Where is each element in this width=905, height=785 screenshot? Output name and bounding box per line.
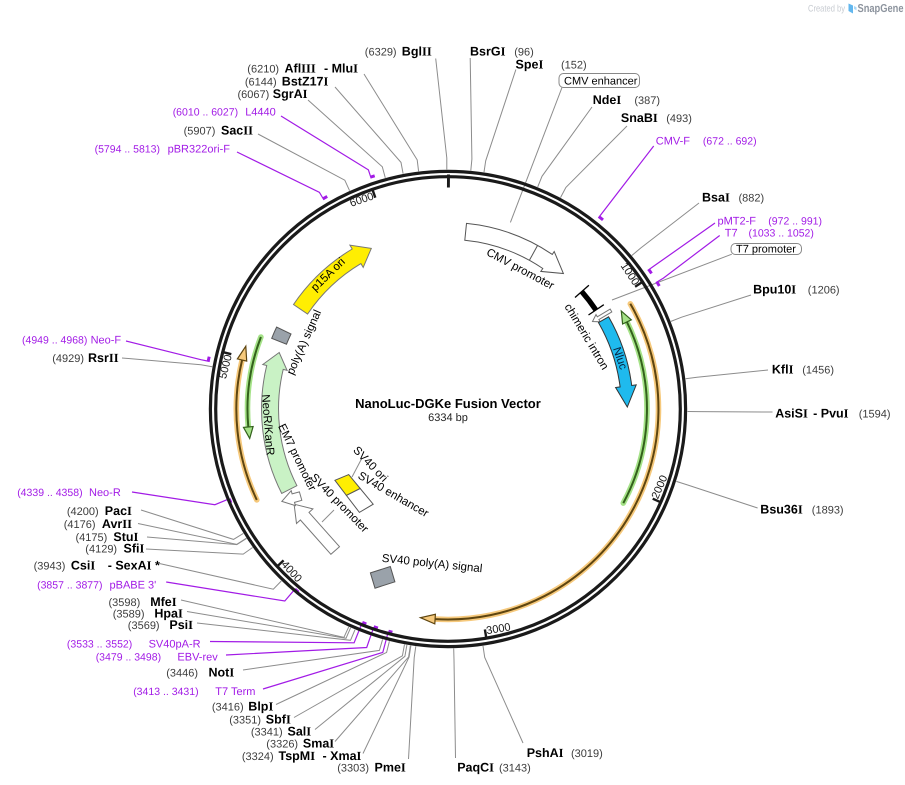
svg-text:SacII: SacII [221,124,253,138]
svg-text:KflI: KflI [772,363,794,377]
svg-text:(3446): (3446) [166,668,198,680]
svg-text:(3479 .. 3498): (3479 .. 3498) [96,652,161,664]
svg-text:AflIII: AflIII [285,62,316,76]
svg-text:- SexAI *: - SexAI * [108,559,160,573]
svg-text:SV40pA-R: SV40pA-R [149,639,201,651]
svg-text:6334 bp: 6334 bp [428,412,468,424]
svg-text:pBR322ori-F: pBR322ori-F [168,144,231,156]
svg-text:L4440: L4440 [245,107,276,119]
svg-text:NeoR/KanR: NeoR/KanR [259,394,276,456]
svg-text:EBV-rev: EBV-rev [177,652,218,664]
svg-text:PacI: PacI [105,504,132,518]
svg-text:NdeI: NdeI [593,93,622,107]
svg-text:SalI: SalI [288,725,312,739]
svg-text:TspMI: TspMI [279,749,316,763]
svg-text:(3351): (3351) [229,715,261,727]
svg-text:StuI: StuI [113,530,138,544]
svg-text:BstZ17I: BstZ17I [282,75,329,89]
svg-text:(3943): (3943) [34,561,66,573]
svg-text:BsrGI: BsrGI [470,45,506,59]
svg-text:(3324): (3324) [242,751,274,763]
svg-text:(96): (96) [514,47,534,59]
svg-text:(882): (882) [739,193,765,205]
svg-text:(6210): (6210) [247,64,279,76]
svg-text:(4176): (4176) [64,519,96,531]
svg-text:(4949 .. 4968): (4949 .. 4968) [22,335,87,347]
svg-text:(3598): (3598) [109,597,141,609]
svg-text:SmaI: SmaI [303,737,334,751]
svg-text:5000: 5000 [217,353,235,380]
svg-text:(3589): (3589) [113,609,145,621]
svg-text:(4929): (4929) [52,353,84,365]
svg-text:(1033 .. 1052): (1033 .. 1052) [749,228,814,240]
svg-text:PmeI: PmeI [375,761,406,775]
svg-text:(3143): (3143) [499,763,531,775]
svg-text:(3326): (3326) [266,739,298,751]
svg-text:(672 .. 692): (672 .. 692) [703,136,757,148]
svg-text:SnapGene: SnapGene [858,3,904,15]
svg-text:(4339 .. 4358): (4339 .. 4358) [17,487,82,499]
svg-text:(3341): (3341) [251,727,283,739]
svg-text:(5794 .. 5813): (5794 .. 5813) [95,144,160,156]
svg-text:PshAI: PshAI [527,746,564,760]
svg-text:(1893): (1893) [812,505,844,517]
svg-text:AsiSI: AsiSI [775,407,808,421]
svg-text:T7: T7 [725,228,738,240]
svg-text:(6144): (6144) [245,77,277,89]
svg-text:(972 .. 991): (972 .. 991) [768,216,822,228]
svg-text:PaqCI: PaqCI [457,761,494,775]
svg-text:(3413 .. 3431): (3413 .. 3431) [133,686,198,698]
svg-text:(493): (493) [666,113,692,125]
svg-text:CMV-F: CMV-F [656,136,691,148]
svg-text:(3303): (3303) [337,763,369,775]
svg-text:BsaI: BsaI [702,191,730,205]
svg-text:Neo-F: Neo-F [91,335,122,347]
svg-text:(3857 .. 3877): (3857 .. 3877) [37,580,102,592]
svg-text:SnaBI: SnaBI [621,111,658,125]
svg-text:(4175): (4175) [76,532,108,544]
svg-text:NotI: NotI [209,666,235,680]
svg-text:SpeI: SpeI [516,58,544,72]
svg-text:(6010 .. 6027): (6010 .. 6027) [173,107,238,119]
svg-text:Bsu36I: Bsu36I [760,503,803,517]
svg-text:(387): (387) [634,95,660,107]
svg-text:Neo-R: Neo-R [89,487,121,499]
svg-text:SfiI: SfiI [124,542,145,556]
svg-text:(6329): (6329) [365,47,397,59]
svg-text:(3019): (3019) [571,748,603,760]
svg-text:(4200): (4200) [67,506,99,518]
svg-text:PsiI: PsiI [169,618,193,632]
svg-text:(1456): (1456) [802,365,834,377]
svg-text:CsiI: CsiI [71,559,95,573]
svg-text:Created by: Created by [808,4,845,15]
svg-text:- MluI: - MluI [324,62,358,76]
svg-text:pMT2-F: pMT2-F [718,216,757,228]
svg-text:HpaI: HpaI [154,607,183,621]
svg-text:T7 Term: T7 Term [215,686,255,698]
svg-text:CMV enhancer: CMV enhancer [564,76,638,88]
svg-text:AvrII: AvrII [102,517,132,531]
svg-text:3000: 3000 [485,621,511,637]
svg-text:pBABE 3': pBABE 3' [110,580,157,592]
svg-text:(6067): (6067) [238,89,270,101]
svg-text:(3416): (3416) [212,702,244,714]
svg-text:MfeI: MfeI [150,595,177,609]
svg-text:(1594): (1594) [859,409,891,421]
svg-text:Bpu10I: Bpu10I [753,283,796,297]
svg-text:(152): (152) [561,60,587,72]
svg-text:BlpI: BlpI [248,700,273,714]
svg-text:SbfI: SbfI [266,713,291,727]
svg-text:RsrII: RsrII [88,351,119,365]
svg-text:BglII: BglII [402,45,432,59]
svg-text:(3533 .. 3552): (3533 .. 3552) [67,639,132,651]
svg-text:T7 promoter: T7 promoter [736,244,796,256]
svg-text:(4129): (4129) [85,544,117,556]
svg-text:SgrAI: SgrAI [273,87,308,101]
svg-text:NanoLuc-DGKe Fusion Vector: NanoLuc-DGKe Fusion Vector [355,396,541,411]
svg-text:- XmaI: - XmaI [323,749,362,763]
svg-text:(5907): (5907) [184,126,216,138]
svg-text:(3569): (3569) [128,620,160,632]
svg-text:(1206): (1206) [808,285,840,297]
svg-text:- PvuI: - PvuI [813,407,849,421]
